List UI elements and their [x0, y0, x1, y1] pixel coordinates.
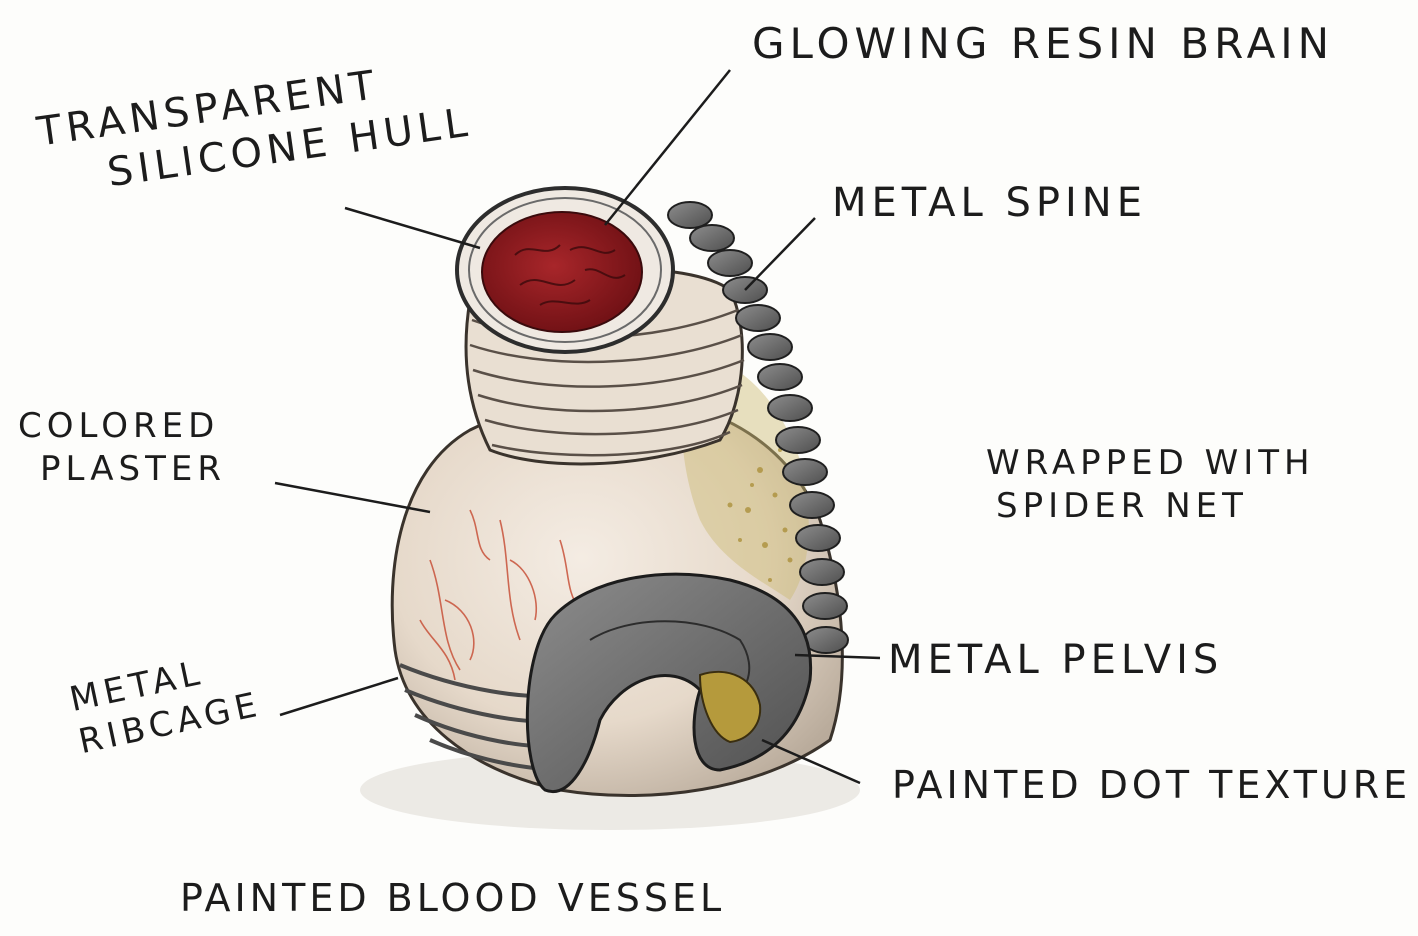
label-wrapped-with-spider-net: WRAPPED WITH SPIDER NET [986, 442, 1315, 527]
label-painted-dot-texture: PAINTED DOT TEXTURE [892, 762, 1411, 810]
label-plaster-line2: PLASTER [18, 448, 226, 491]
label-net-line2: SPIDER NET [986, 485, 1315, 528]
label-painted-blood-vessel: PAINTED BLOOD VESSEL [180, 875, 725, 923]
label-net-line1: WRAPPED WITH [986, 442, 1315, 485]
label-metal-pelvis: METAL PELVIS [888, 635, 1223, 685]
label-plaster-line1: COLORED [18, 405, 226, 448]
label-metal-spine: METAL SPINE [832, 178, 1147, 228]
label-colored-plaster: COLORED PLASTER [18, 405, 226, 490]
label-glowing-resin-brain: GLOWING RESIN BRAIN [752, 18, 1334, 71]
resin-brain [482, 212, 642, 332]
